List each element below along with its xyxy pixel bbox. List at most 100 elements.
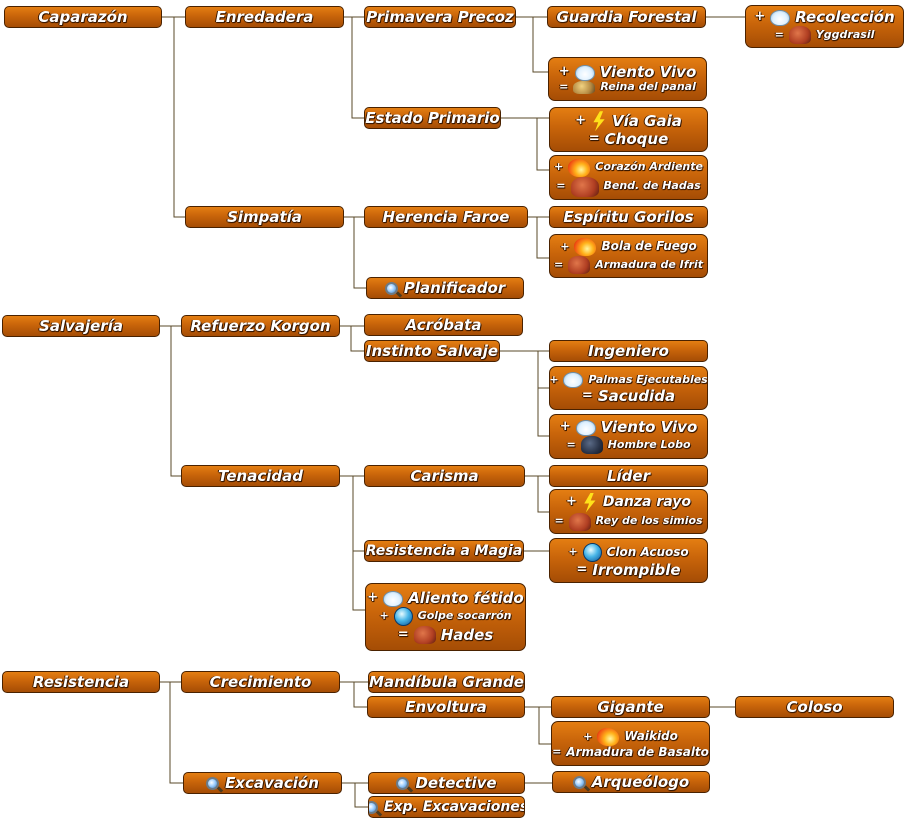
monster-icon	[573, 80, 596, 94]
monster-icon	[568, 512, 591, 531]
result-name: Irrompible	[592, 560, 681, 579]
plus-sign: +	[565, 494, 577, 510]
equals-sign: =	[554, 257, 564, 271]
spell-name: Golpe socarrón	[417, 609, 512, 623]
search-icon	[396, 776, 410, 790]
result-name: Sacudida	[597, 386, 676, 405]
plus-sign: +	[568, 545, 578, 559]
node-guardia-forestal[interactable]: Guardia Forestal	[547, 6, 706, 28]
node-simpatia[interactable]: Simpatía	[185, 206, 344, 228]
node-resistencia[interactable]: Resistencia	[2, 671, 160, 693]
air-icon	[575, 419, 596, 436]
node-instinto-salvaje[interactable]: Instinto Salvaje	[364, 340, 500, 362]
node-label: Arqueólogo	[591, 773, 690, 791]
node-corazon-ardiente[interactable]: +Corazón Ardiente =Bend. de Hadas	[549, 155, 708, 200]
node-ingeniero[interactable]: Ingeniero	[549, 340, 708, 362]
lightning-icon	[584, 492, 596, 513]
spell-name: Palmas Ejecutables	[588, 372, 708, 386]
water-icon	[393, 606, 413, 626]
node-primavera-precoz[interactable]: Primavera Precoz	[364, 6, 516, 28]
node-palmas-ejecutables[interactable]: + Palmas Ejecutables =Sacudida	[549, 366, 708, 410]
search-icon	[384, 281, 398, 295]
node-tenacidad[interactable]: Tenacidad	[181, 465, 340, 487]
monster-name: Rey de los simios	[595, 514, 703, 528]
spell-name: Vía Gaia	[612, 112, 682, 130]
node-refuerzo-korgon[interactable]: Refuerzo Korgon	[181, 315, 340, 337]
monster-name: Armadura de Ifrit	[595, 257, 703, 271]
node-aliento-fetido[interactable]: + Aliento fétido + Golpe socarrón = Hades	[365, 583, 526, 651]
equals-sign: =	[397, 626, 409, 642]
node-viento-vivo-reina[interactable]: +Viento Vivo =Reina del panal	[548, 57, 707, 101]
spell-name: Aliento fétido	[408, 589, 524, 608]
node-salvajeria[interactable]: Salvajería	[2, 315, 160, 337]
air-icon	[574, 64, 595, 81]
equals-sign: =	[774, 27, 784, 41]
spell-name: Viento Vivo	[600, 418, 698, 437]
node-coloso[interactable]: Coloso	[735, 696, 894, 718]
plus-sign: +	[575, 113, 587, 129]
water-icon	[582, 542, 602, 562]
plus-sign: +	[560, 239, 570, 253]
monster-icon	[580, 435, 603, 454]
equals-sign: =	[552, 745, 562, 759]
node-viento-vivo-lobo[interactable]: +Viento Vivo =Hombre Lobo	[549, 414, 708, 459]
equals-sign: =	[554, 514, 564, 528]
node-espiritu-gorilos[interactable]: Espíritu Gorilos	[549, 206, 708, 228]
spell-name: Bola de Fuego	[601, 239, 697, 254]
plus-sign: +	[549, 372, 559, 386]
monster-name: Hombre Lobo	[607, 437, 691, 451]
node-waikido[interactable]: +Waikido =Armadura de Basalto	[551, 721, 710, 766]
node-estado-primario[interactable]: Estado Primario	[364, 107, 501, 129]
node-clon-acuoso[interactable]: +Clon Acuoso =Irrompible	[549, 538, 708, 583]
node-envoltura[interactable]: Envoltura	[367, 696, 525, 718]
equals-sign: =	[588, 131, 600, 147]
plus-sign: +	[367, 590, 379, 606]
monster-name: Hades	[440, 625, 494, 644]
monster-icon	[413, 625, 436, 644]
node-enredadera[interactable]: Enredadera	[185, 6, 344, 28]
equals-sign: =	[576, 561, 588, 577]
spell-name: Viento Vivo	[599, 63, 697, 82]
node-arqueologo[interactable]: Arqueólogo	[552, 771, 710, 793]
search-icon	[572, 775, 586, 789]
spell-name: Corazón Ardiente	[595, 160, 703, 174]
node-gigante[interactable]: Gigante	[551, 696, 710, 718]
monster-name: Yggdrasil	[815, 27, 875, 41]
node-recoleccion[interactable]: +Recolección =Yggdrasil	[745, 5, 904, 48]
node-excavacion[interactable]: Excavación	[183, 772, 342, 794]
node-bola-de-fuego[interactable]: + Bola de Fuego = Armadura de Ifrit	[549, 234, 708, 278]
node-resistencia-magia[interactable]: Resistencia a Magia	[364, 540, 524, 562]
lightning-icon	[593, 111, 605, 132]
monster-name: Bend. de Hadas	[603, 179, 701, 193]
node-detective[interactable]: Detective	[368, 772, 525, 794]
node-label: Excavación	[225, 774, 319, 792]
node-herencia-faroe[interactable]: Herencia Faroe	[364, 206, 528, 228]
search-icon	[206, 776, 220, 790]
node-exp-excavaciones[interactable]: Exp. Excavaciones	[368, 796, 525, 818]
node-danza-rayo[interactable]: + Danza rayo = Rey de los simios	[549, 489, 708, 534]
result-name: Armadura de Basalto	[566, 744, 709, 759]
plus-sign: +	[558, 64, 570, 80]
spell-name: Waikido	[624, 729, 678, 744]
monster-icon	[788, 25, 811, 44]
node-via-gaia[interactable]: + Vía Gaia =Choque	[549, 107, 708, 152]
air-icon	[770, 9, 791, 26]
fire-icon	[597, 727, 620, 746]
node-planificador[interactable]: Planificador	[366, 277, 524, 299]
air-icon	[383, 590, 404, 607]
monster-icon	[570, 176, 599, 197]
node-caparazon[interactable]: Caparazón	[4, 6, 162, 28]
equals-sign: =	[581, 387, 593, 403]
node-label: Planificador	[403, 279, 506, 297]
plus-sign: +	[379, 609, 389, 623]
node-label: Exp. Excavaciones	[383, 799, 525, 815]
equals-sign: =	[559, 80, 569, 94]
node-acrobata[interactable]: Acróbata	[364, 314, 523, 336]
spell-name: Danza rayo	[602, 493, 692, 510]
node-lider[interactable]: Líder	[549, 465, 708, 487]
result-name: Choque	[604, 130, 669, 149]
fire-icon	[574, 238, 597, 256]
node-carisma[interactable]: Carisma	[364, 465, 525, 487]
node-crecimiento[interactable]: Crecimiento	[181, 671, 340, 693]
node-mandibula-grande[interactable]: Mandíbula Grande	[368, 671, 525, 693]
